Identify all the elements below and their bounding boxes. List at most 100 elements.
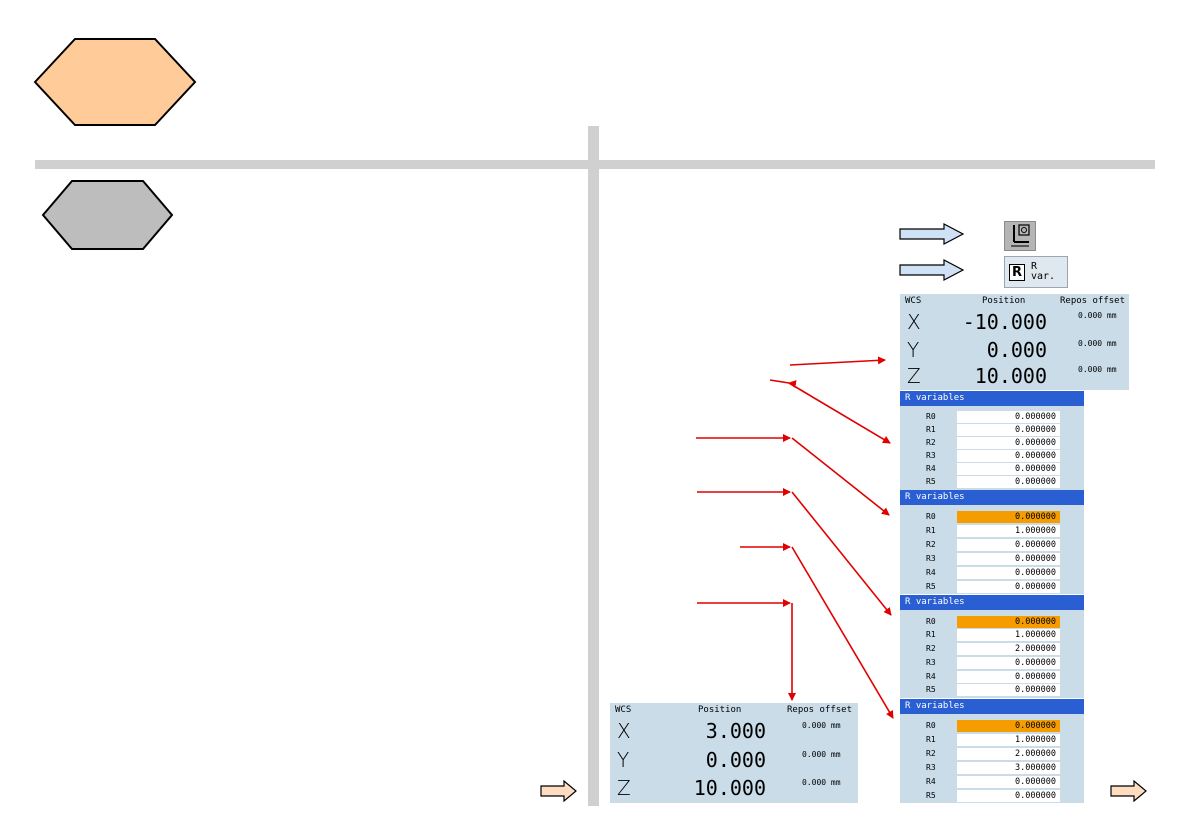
r-value-field[interactable]: 0.000000 [957,671,1060,683]
pointer-arrow-2b [788,382,891,444]
axis-repos-offset: 0.000 mm [802,750,841,759]
axis-repos-offset: 0.000 mm [1078,365,1117,374]
axis-row-x: X -10.000 0.000 mm [900,308,1129,336]
orange-hexagon [33,38,197,126]
axis-repos-offset: 0.000 mm [802,721,841,730]
repos-offset-header: Repos offset [787,705,853,715]
r-value-field[interactable]: 0.000000 [957,424,1060,436]
axis-repos-offset: 0.000 mm [802,778,841,787]
axis-label: Z [617,776,631,800]
step-arrow-2 [899,259,965,281]
vertical-divider [588,126,599,806]
axis-row-x: X 3.000 0.000 mm [610,719,858,747]
axis-label: Y [907,338,920,362]
axis-label: Y [617,748,630,772]
pointer-arrow-1 [789,356,886,366]
wcs-header: WCS [905,296,922,306]
r-value-field[interactable]: 0.000000 [957,567,1060,579]
axis-position: 0.000 [705,748,766,772]
axis-repos-offset: 0.000 mm [1078,339,1117,348]
r-value-field[interactable]: 1.000000 [957,734,1060,746]
panel-title: R variables [900,699,1084,714]
pointer-arrow-2a [769,379,797,389]
axis-row-y: Y 0.000 0.000 mm [900,336,1129,364]
r-value-field[interactable]: 0.000000 [957,657,1060,669]
step-arrow-1 [899,223,965,245]
panel-title: R variables [900,391,1084,406]
r-value-field[interactable]: 3.000000 [957,762,1060,774]
r-value-field[interactable]: 0.000000 [957,684,1060,696]
offset-icon [1011,224,1030,247]
wcs-header: WCS [615,705,632,715]
next-arrow-right[interactable] [1110,780,1148,802]
axis-label: X [617,719,631,743]
panel-title: R variables [900,595,1084,610]
r-value-field[interactable]: 1.000000 [957,525,1060,537]
r-value-field[interactable]: 0.000000 [957,539,1060,551]
pointer-arrow-5b [791,546,894,719]
r-value-field[interactable]: 0.000000 [957,776,1060,788]
r-variables-button-label: R var. [1031,261,1056,282]
pointer-arrow-3b [791,437,890,516]
axis-label: X [907,310,921,334]
r-value-field[interactable]: 0.000000 [957,437,1060,449]
axis-position: 10.000 [693,776,766,800]
axis-position: 10.000 [974,364,1047,388]
next-arrow-left[interactable] [540,780,578,802]
r-value-field[interactable]: 0.000000 [957,463,1060,475]
r-value-field[interactable]: 0.000000 [957,790,1060,802]
r-value-field-selected[interactable]: 0.000000 [957,720,1060,732]
r-value-field[interactable]: 2.000000 [957,748,1060,760]
r-value-field[interactable]: 0.000000 [957,581,1060,593]
r-value-field-selected[interactable]: 0.000000 [957,616,1060,628]
panel-title: R variables [900,490,1084,505]
offset-button[interactable] [1004,221,1036,251]
repos-offset-header: Repos offset [1060,296,1126,306]
r-variables-button[interactable]: R R var. [1004,256,1068,288]
r-value-field[interactable]: 0.000000 [957,450,1060,462]
r-value-field[interactable]: 1.000000 [957,629,1060,641]
axis-position: 0.000 [986,338,1047,362]
r-value-field[interactable]: 0.000000 [957,476,1060,488]
r-value-field-selected[interactable]: 0.000000 [957,511,1060,523]
axis-row-y: Y 0.000 0.000 mm [610,747,858,775]
axis-row-z: Z 10.000 0.000 mm [900,364,1129,392]
wcs-position-panel-top: WCS Position Repos offset X -10.000 0.00… [900,294,1129,390]
position-header: Position [698,705,742,715]
axis-repos-offset: 0.000 mm [1078,311,1117,320]
axis-label: Z [907,364,921,388]
pointer-arrow-4b [791,491,892,616]
gray-hexagon [41,180,174,250]
r-value-field[interactable]: 0.000000 [957,553,1060,565]
axis-position: -10.000 [962,310,1047,334]
r-value-field[interactable]: 0.000000 [957,411,1060,423]
r-value-field[interactable]: 2.000000 [957,643,1060,655]
r-variables-icon: R [1009,263,1025,281]
axis-position: 3.000 [705,719,766,743]
